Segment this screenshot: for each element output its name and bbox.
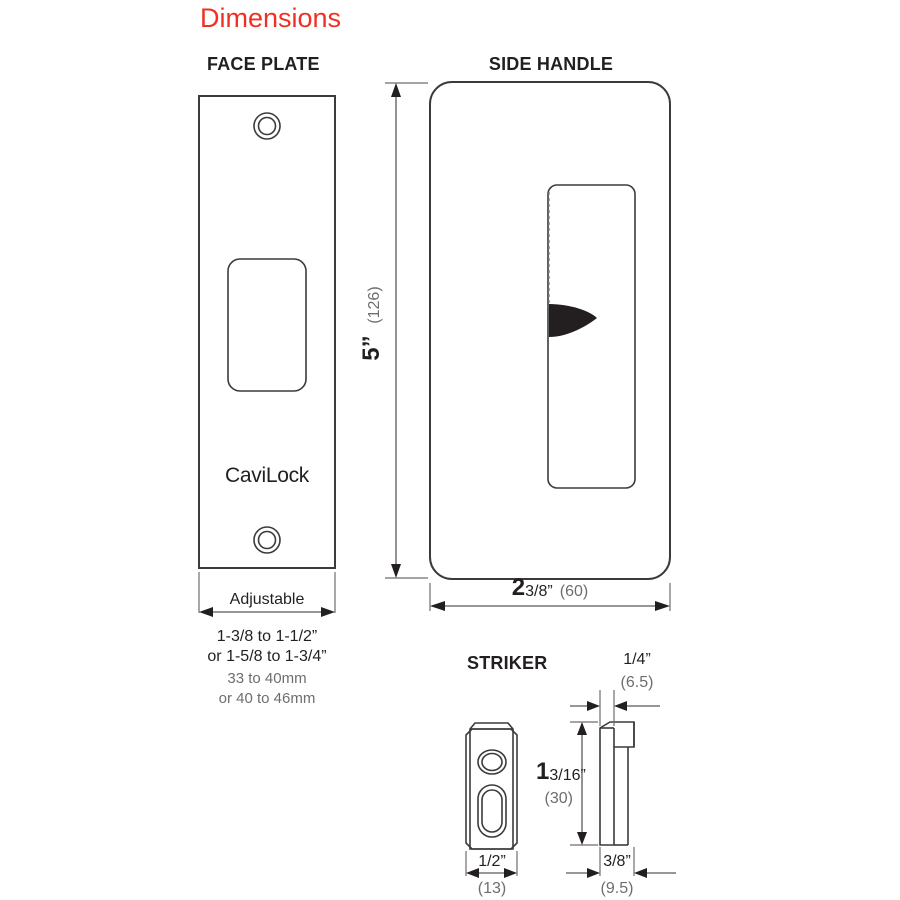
width-fraction: 3/8” [525, 583, 553, 600]
face-plate-width-dimension: Adjustable [198, 572, 336, 617]
striker-lip-imperial: 1/4” [623, 651, 651, 668]
face-plate-outline [198, 95, 336, 569]
face-plate-note-2: or 1-5/8 to 1-3/4” [207, 648, 326, 665]
cavilock-logo: CaviLock [225, 464, 310, 487]
side-handle-height-dimension: 5” (126) [358, 82, 428, 579]
striker-front-view: 1/2” (13) [465, 722, 518, 897]
striker-height-dimension: 13/16” (30) [536, 721, 598, 846]
face-plate-width-label: Adjustable [230, 591, 305, 608]
dim-arrow-down [577, 832, 587, 845]
striker-depth-metric: (9.5) [601, 880, 634, 897]
dim-arrow-right [655, 601, 670, 611]
side-handle-width-label: 23/8” (60) [512, 574, 588, 601]
oval-slot [477, 784, 507, 838]
dim-arrow-in-right [634, 868, 647, 878]
page-title: Dimensions [200, 3, 341, 33]
dim-arrow-right [504, 868, 517, 878]
striker-front-width-dimension: 1/2” (13) [465, 851, 518, 897]
striker-front-width-metric: (13) [478, 880, 506, 897]
dim-arrow-in-left [587, 868, 600, 878]
striker-height-label: 13/16” [536, 758, 586, 785]
side-handle-width-dimension: 23/8” (60) [429, 574, 671, 611]
dim-arrow-down [391, 564, 401, 578]
striker-depth-dimension: 3/8” (9.5) [566, 847, 676, 897]
key-cutout [227, 258, 307, 392]
width-metric: (60) [560, 583, 588, 600]
side-handle-outline [429, 81, 671, 580]
dim-arrow-in-right [614, 701, 627, 711]
dim-arrow-left [430, 601, 445, 611]
dim-arrow-up [577, 722, 587, 735]
face-plate-heading: FACE PLATE [207, 54, 320, 74]
width-whole: 2 [512, 574, 525, 601]
side-handle-group: SIDE HANDLE 5” (126) 23/8”( [358, 54, 671, 611]
striker-height-metric: (30) [545, 790, 573, 807]
thumb-latch-shape [549, 304, 597, 337]
height-fraction: 3/16” [549, 767, 585, 784]
dim-arrow-right [321, 607, 335, 617]
striker-group: STRIKER 1/2” [465, 651, 676, 897]
striker-lip-metric: (6.5) [621, 674, 654, 691]
dim-arrow-up [391, 83, 401, 97]
striker-heading: STRIKER [467, 653, 547, 673]
recessed-pull-panel [547, 184, 636, 489]
face-plate-group: FACE PLATE CaviLock Adjustable 1-3/8 to … [198, 54, 336, 707]
top-screw-hole-icon [253, 112, 281, 140]
striker-side-view: 1/4” (6.5) 13/16” (30) [536, 651, 676, 897]
striker-front-width-imperial: 1/2” [478, 853, 506, 870]
face-plate-note-1: 1-3/8 to 1-1/2” [217, 628, 318, 645]
dim-arrow-left [466, 868, 479, 878]
side-handle-height-imperial: 5” [358, 335, 385, 360]
height-whole: 1 [536, 758, 549, 785]
bottom-screw-hole-icon [253, 526, 281, 554]
round-hole [477, 749, 507, 775]
side-handle-height-metric: (126) [366, 286, 383, 323]
striker-depth-imperial: 3/8” [603, 853, 631, 870]
dim-arrow-in-left [587, 701, 600, 711]
face-plate-note-metric-1: 33 to 40mm [227, 670, 306, 687]
side-handle-heading: SIDE HANDLE [489, 54, 613, 74]
dim-arrow-left [199, 607, 213, 617]
face-plate-note-metric-2: or 40 to 46mm [219, 690, 316, 707]
striker-lip-dimension: 1/4” (6.5) [570, 651, 660, 726]
